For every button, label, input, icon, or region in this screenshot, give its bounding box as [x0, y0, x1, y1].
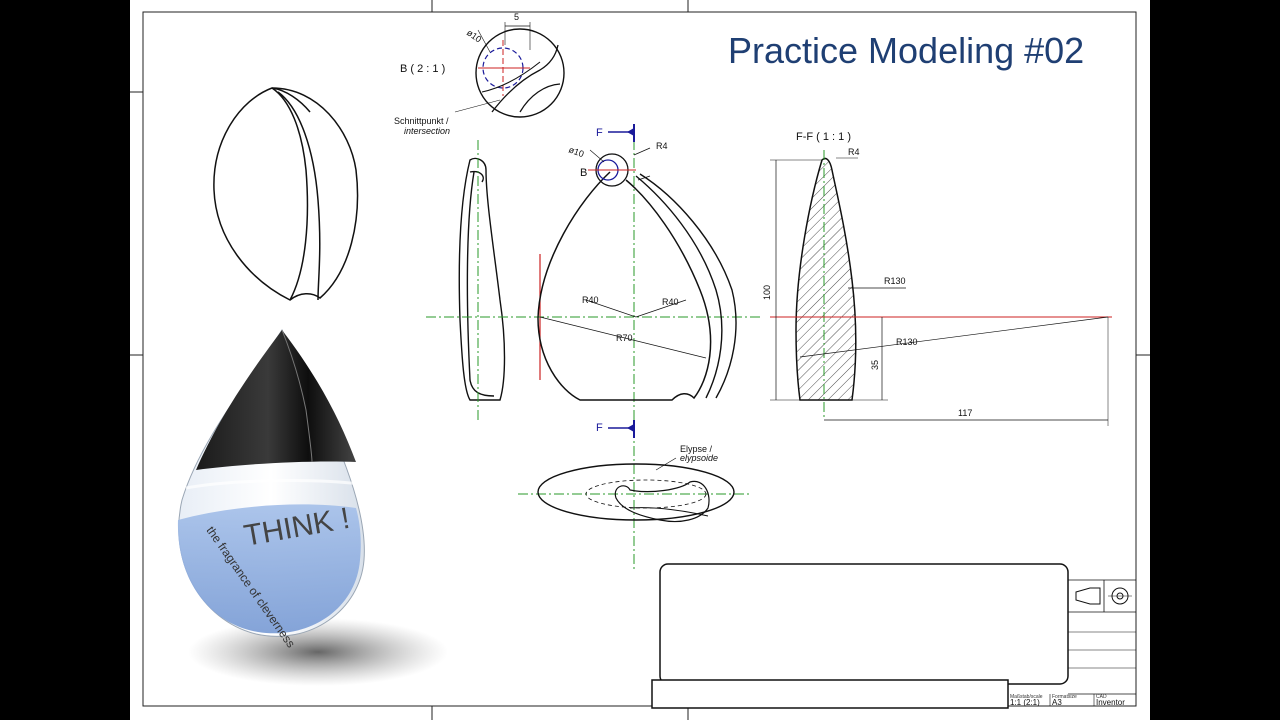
front-view: ø10 R4 B R40 R40 R70 F F [426, 124, 760, 570]
isometric-sketch [213, 87, 359, 301]
cad-value: Inventor [1096, 698, 1125, 707]
section-r130-lower: R130 [896, 337, 918, 347]
section-mark-bottom: F [596, 420, 635, 438]
section-label: F-F ( 1 : 1 ) [796, 131, 851, 143]
section-height: 100 [762, 285, 772, 300]
sheet-border [130, 0, 1150, 720]
detail-b-view: B ( 2 : 1 ) 5 ø10 Schnittpunkt / interse… [394, 12, 565, 136]
cad-label: CAD [1096, 694, 1107, 700]
section-offset: 35 [870, 360, 880, 370]
section-length: 117 [958, 408, 972, 418]
side-view [458, 140, 506, 420]
top-note-2: elypsoide [680, 453, 718, 463]
front-r70: R70 [616, 333, 633, 343]
svg-text:F: F [596, 127, 603, 139]
front-r4: R4 [656, 141, 668, 151]
detail-note-1: Schnittpunkt / [394, 116, 449, 126]
front-dia: ø10 [567, 144, 585, 159]
title-block: Maßstab/scale 1:1 (2:1) Formatsize A3 CA… [651, 563, 1136, 709]
front-r40-right: R40 [662, 297, 679, 307]
front-b-label: B [580, 167, 587, 179]
detail-b-label: B ( 2 : 1 ) [400, 63, 445, 75]
product-render: THINK ! the fragrance of cleverness [177, 329, 448, 686]
section-mark-top: F [596, 124, 635, 142]
scale-label: Maßstab/scale [1010, 694, 1043, 700]
section-r4: R4 [848, 147, 860, 157]
top-note-1: Elypse / [680, 444, 713, 454]
svg-text:F: F [596, 422, 603, 434]
top-view: Elypse / elypsoide [518, 444, 750, 523]
page-title: Practice Modeling #02 [728, 30, 1085, 71]
format-value: A3 [1052, 698, 1062, 707]
format-label: Formatsize [1052, 694, 1077, 700]
scale-value: 1:1 (2:1) [1010, 698, 1040, 707]
detail-note-2: intersection [404, 126, 450, 136]
section-view: F-F ( 1 : 1 ) R4 R130 R130 100 35 117 [762, 131, 1112, 426]
detail-dim-width: 5 [514, 12, 519, 22]
detail-dia: ø10 [465, 27, 483, 44]
section-r130-upper: R130 [884, 276, 906, 286]
front-r40-left: R40 [582, 295, 599, 305]
